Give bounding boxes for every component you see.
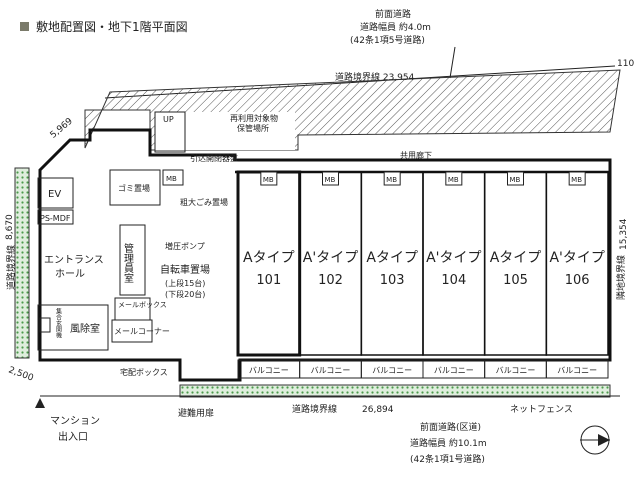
bottom-left-dim: 2,500: [7, 365, 35, 383]
mb-label-0: MB: [166, 175, 177, 183]
unit-102-type: A'タイプ: [303, 250, 358, 266]
unit-104-mb-label: MB: [448, 176, 459, 184]
unit-105-balcony-label: バルコニー: [496, 366, 536, 375]
recycle-label: 再利用対象物: [230, 113, 278, 123]
top-right-dim: 110: [617, 59, 634, 69]
unit-103-type: Aタイプ: [366, 250, 418, 266]
unit-103-balcony-label: バルコニー: [372, 366, 412, 375]
bulky-label: 粗大ごみ置場: [180, 197, 228, 207]
shared-entry-panel: [39, 317, 51, 333]
mailbox-label: メールボックス: [118, 301, 167, 309]
north-arrow-icon: [580, 425, 610, 455]
shared-entry-label: 集合玄関機: [55, 307, 62, 339]
bottom-road-name: 前面道路(区道): [420, 421, 481, 433]
unit-103-number: 103: [380, 273, 405, 288]
bicycle-label: 自転車置場: [160, 263, 210, 276]
up-label: UP: [163, 115, 174, 124]
unit-106-mb-box: [568, 171, 586, 186]
manager-label: 管理員室: [122, 242, 134, 283]
psmdf-box: [37, 209, 74, 225]
pump-label: 増圧ポンプ: [165, 241, 205, 251]
right-boundary-value: 15,354: [619, 218, 629, 250]
psmdf-label: PS-MDF: [40, 214, 71, 223]
unit-106-type: A'タイプ: [549, 250, 604, 266]
top-road-law: (42条1項5号道路): [350, 34, 425, 46]
net-fence-label: ネットフェンス: [510, 404, 573, 415]
unit-103-mb-label: MB: [386, 176, 397, 184]
unit-103-mb-box: [383, 171, 401, 186]
left-green-strip: [14, 167, 30, 359]
recycle-label-2: 保管場所: [237, 123, 269, 133]
unit-105-mb-box: [507, 171, 524, 186]
top-road-width: 道路幅員 約4.0m: [360, 21, 431, 33]
mail-corner: [111, 319, 153, 343]
unit-106-number: 106: [565, 273, 590, 288]
left-boundary-value: 8,670: [5, 214, 15, 240]
unit-105-mb-label: MB: [510, 176, 521, 184]
unit-101-balcony-label: バルコニー: [249, 366, 289, 375]
unit-102-number: 102: [318, 273, 343, 288]
entry-arrow-icon: [35, 398, 45, 408]
left-boundary-label: 道路境界線: [5, 245, 17, 290]
unit-101-type: Aタイプ: [243, 250, 295, 266]
windbreak-room: [37, 304, 109, 351]
unit-105-type: Aタイプ: [490, 250, 542, 266]
bottom-road-width: 道路幅員 約10.1m: [410, 437, 487, 449]
delivery-label: 宅配ボックス: [120, 367, 168, 377]
building-outline: [38, 128, 612, 382]
entrance-label: エントランス: [44, 254, 104, 266]
evac-door-label: 避難用扉: [178, 407, 214, 419]
top-left-dim: 5,969: [49, 116, 75, 140]
unit-102-mb-box: [322, 171, 339, 186]
unit-104-type: A'タイプ: [426, 250, 481, 266]
mb-box-0: [162, 169, 184, 186]
manager-room: [119, 224, 146, 296]
top-road-name: 前面道路: [375, 8, 411, 20]
windbreak-label: 風除室: [70, 322, 100, 335]
unit-105-number: 105: [503, 273, 528, 288]
mansion-entry-label: マンション: [50, 416, 100, 427]
garbage-room: [109, 169, 161, 206]
ev-box: [37, 177, 74, 209]
unit-101-mb-box: [260, 171, 278, 186]
bicycle-lower: (下段20台): [165, 289, 205, 299]
bottom-boundary-value: 26,894: [362, 405, 394, 415]
bottom-road-law: (42条1項1号道路): [410, 453, 485, 465]
recycle-area: [155, 112, 295, 150]
bottom-boundary-label: 道路境界線: [292, 403, 337, 415]
corridor-label: 共用廊下: [400, 150, 432, 160]
unit-104-balcony-label: バルコニー: [434, 366, 474, 375]
top-road-leader: [449, 46, 456, 79]
unit-106-balcony: [545, 359, 609, 379]
unit-102-mb-label: MB: [325, 176, 336, 184]
unit-102-balcony-label: バルコニー: [311, 366, 351, 375]
garbage-label: ゴミ置場: [118, 183, 150, 193]
unit-104-number: 104: [441, 273, 466, 288]
gate-label: 引込開閉器盤: [190, 153, 238, 163]
stair-block: [154, 111, 186, 153]
unit-101-mb-label: MB: [263, 176, 274, 184]
title-marker: [20, 22, 29, 31]
bottom-green-strip: [179, 384, 611, 398]
unit-104-mb-box: [445, 171, 463, 186]
right-boundary-label: 隣地境界線: [615, 255, 627, 300]
hall-label: ホール: [55, 268, 85, 280]
page-title: 敷地配置図・地下1階平面図: [36, 19, 188, 34]
mansion-entry-label-2: 出入口: [58, 430, 88, 443]
unit-106-balcony-label: バルコニー: [557, 366, 597, 375]
bicycle-upper: (上段15台): [165, 278, 205, 288]
unit-106-mb-label: MB: [571, 176, 582, 184]
ev-label: EV: [48, 189, 61, 200]
mail-corner-label: メールコーナー: [114, 327, 170, 336]
unit-group: MB Aタイプ 101 バルコニー MB A'タイプ 102 バルコニー MB Aタイプ 103 バル…: [236, 170, 609, 379]
unit-101-number: 101: [256, 273, 281, 288]
